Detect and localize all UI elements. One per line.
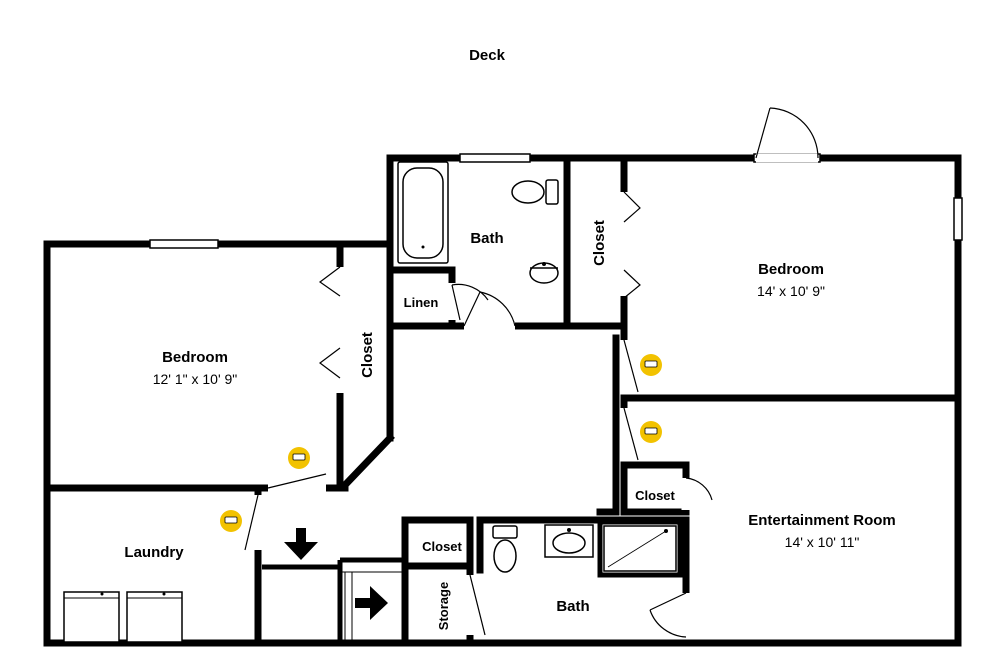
laundry-appliances [63, 591, 183, 643]
shower [603, 525, 677, 572]
linen-label: Linen [404, 295, 439, 310]
bedroom-right-label: Bedroom [758, 261, 824, 278]
closet-left-label: Closet [359, 332, 376, 378]
bath-lower-label: Bath [556, 598, 589, 615]
toilet-lower [492, 525, 518, 573]
toilet-upper [511, 179, 559, 205]
sensor-icon [640, 421, 662, 443]
interior-walls [43, 154, 962, 647]
bath-upper-label: Bath [470, 230, 503, 247]
laundry-label: Laundry [124, 544, 184, 561]
bedroom-right-size: 14' x 10' 9" [757, 283, 825, 299]
bathtub [397, 161, 449, 264]
entertainment-size: 14' x 10' 11" [785, 534, 860, 550]
doors [244, 107, 819, 638]
stairs [340, 571, 405, 643]
stair-arrow-right-icon [355, 586, 388, 620]
closet-right-label: Closet [635, 488, 675, 503]
closet-top-label: Closet [591, 220, 608, 266]
bedroom-left-size: 12' 1" x 10' 9" [153, 371, 238, 387]
bedroom-left-label: Bedroom [162, 349, 228, 366]
sink-lower [544, 524, 594, 558]
storage-label: Storage [436, 582, 451, 630]
sensor-icon [640, 354, 662, 376]
deck-label: Deck [469, 47, 506, 64]
entertainment-label: Entertainment Room [748, 512, 896, 529]
sensor-icon [220, 510, 242, 532]
stair-arrow-down-icon [284, 528, 318, 560]
sink-upper [529, 262, 559, 284]
closet-mid-label: Closet [422, 539, 462, 554]
sensor-icon [288, 447, 310, 469]
